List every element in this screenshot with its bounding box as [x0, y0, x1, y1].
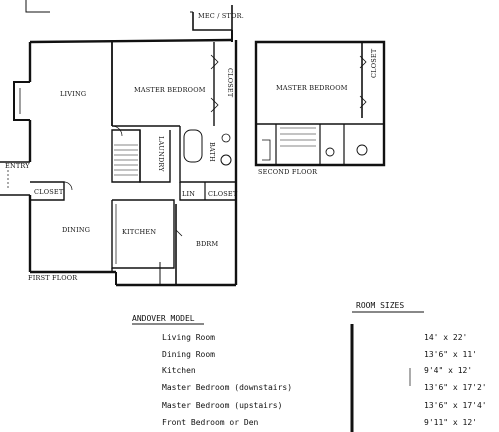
- label-second-closet: CLOSET: [370, 48, 378, 78]
- label-living: LIVING: [60, 90, 86, 98]
- label-master-bedroom: MASTER BEDROOM: [134, 86, 206, 94]
- label-second-master-bedroom: MASTER BEDROOM: [276, 84, 348, 92]
- room-name: Dining Room: [162, 350, 215, 359]
- label-bath: BATH: [208, 142, 216, 162]
- room-size: 9'11" x 12': [424, 418, 477, 427]
- label-kitchen: KITCHEN: [122, 228, 156, 236]
- label-closet-entry: CLOSET: [34, 188, 64, 196]
- label-closet-master: CLOSET: [226, 68, 234, 98]
- caption-second-floor: SECOND FLOOR: [258, 168, 318, 176]
- room-size: 13'6" x 17'2': [424, 383, 487, 392]
- room-name: Living Room: [162, 333, 215, 342]
- label-laundry: LAUNDRY: [157, 136, 165, 172]
- model-title: ANDOVER MODEL: [132, 314, 195, 323]
- room-size: 14' x 22': [424, 333, 468, 342]
- room-name: Kitchen: [162, 366, 196, 375]
- room-name: Master Bedroom (upstairs): [162, 401, 283, 410]
- second-floor-plan: [254, 40, 386, 167]
- room-name: Master Bedroom (downstairs): [162, 383, 293, 392]
- label-linen: LIN: [182, 190, 195, 198]
- room-name: Front Bedroom or Den: [162, 418, 259, 427]
- label-closet-hall: CLOSET: [208, 190, 238, 198]
- label-entry: ENTRY: [5, 162, 30, 170]
- caption-first-floor: FIRST FLOOR: [28, 274, 78, 282]
- label-bedroom: BDRM: [196, 240, 218, 248]
- first-floor-plan: [0, 0, 238, 287]
- room-size: 13'6" x 17'4': [424, 401, 487, 410]
- room-sizes-heading: ROOM SIZES: [356, 301, 405, 310]
- room-size: 9'4" x 12': [424, 366, 473, 375]
- label-mech-storage: MEC / STOR.: [198, 12, 244, 20]
- label-dining: DINING: [62, 226, 90, 234]
- room-size: 13'6" x 11': [424, 350, 477, 359]
